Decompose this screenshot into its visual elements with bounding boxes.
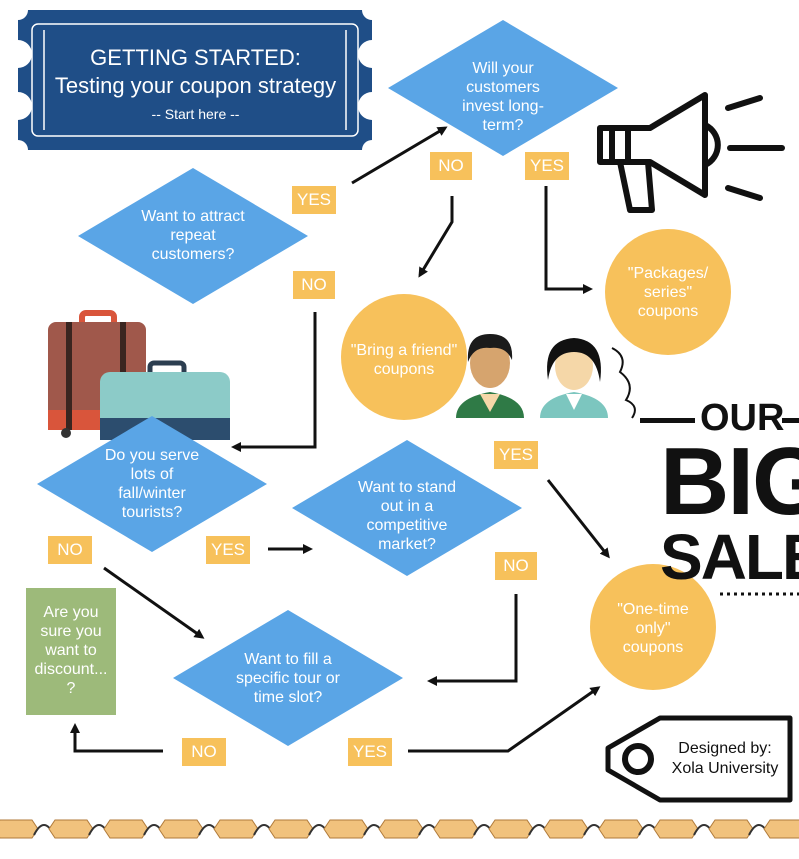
diamond-stand-out — [292, 440, 522, 576]
diamond-fill-slot — [173, 610, 403, 746]
badge-yes-standout: YES — [494, 441, 538, 469]
badge-yes-repeat: YES — [292, 186, 336, 214]
badge-no-fill: NO — [182, 738, 226, 766]
credit-designed-by: Designed by: — [678, 740, 772, 757]
credit-xola: Xola University — [671, 760, 779, 777]
credit-text: Designed by: Xola University — [660, 739, 790, 779]
title-line-1: GETTING STARTED: — [90, 45, 301, 70]
outcome-bring-friend: "Bring a friend"coupons — [350, 342, 458, 378]
badge-no-repeat: NO — [293, 271, 335, 299]
circle-bring-friend — [341, 294, 467, 420]
sale-big: BIG — [660, 428, 799, 535]
badge-yes-fill: YES — [348, 738, 392, 766]
ticket-icon — [18, 10, 372, 150]
badge-no-tourists: NO — [48, 536, 92, 564]
connector-arrows — [70, 126, 610, 753]
box-sure-discount — [26, 588, 116, 715]
title-start-here: -- Start here -- — [151, 106, 240, 122]
suitcase-icon — [48, 310, 230, 440]
sale-sale: SALE — [660, 521, 799, 593]
circle-one-time — [590, 564, 716, 690]
badge-no-standout: NO — [495, 552, 537, 580]
circle-packages — [605, 229, 731, 355]
people-icon — [456, 334, 636, 419]
badge-yes-invest: YES — [525, 152, 569, 180]
badge-yes-tourists: YES — [206, 536, 250, 564]
big-sale-sign — [640, 418, 799, 596]
title-line-2: Testing your coupon strategy — [54, 73, 337, 98]
sale-our: OUR — [700, 397, 785, 439]
diamond-tourists — [37, 416, 267, 552]
tag-icon — [605, 715, 793, 803]
badge-no-invest: NO — [430, 152, 472, 180]
outcome-packages: "Packages/series"coupons — [627, 265, 709, 320]
title-block: GETTING STARTED: Testing your coupon str… — [18, 10, 373, 150]
chain-border-icon — [0, 819, 799, 839]
diamond-repeat-customers — [78, 168, 308, 304]
diamond-invest-term — [388, 20, 618, 156]
megaphone-icon — [597, 92, 785, 213]
